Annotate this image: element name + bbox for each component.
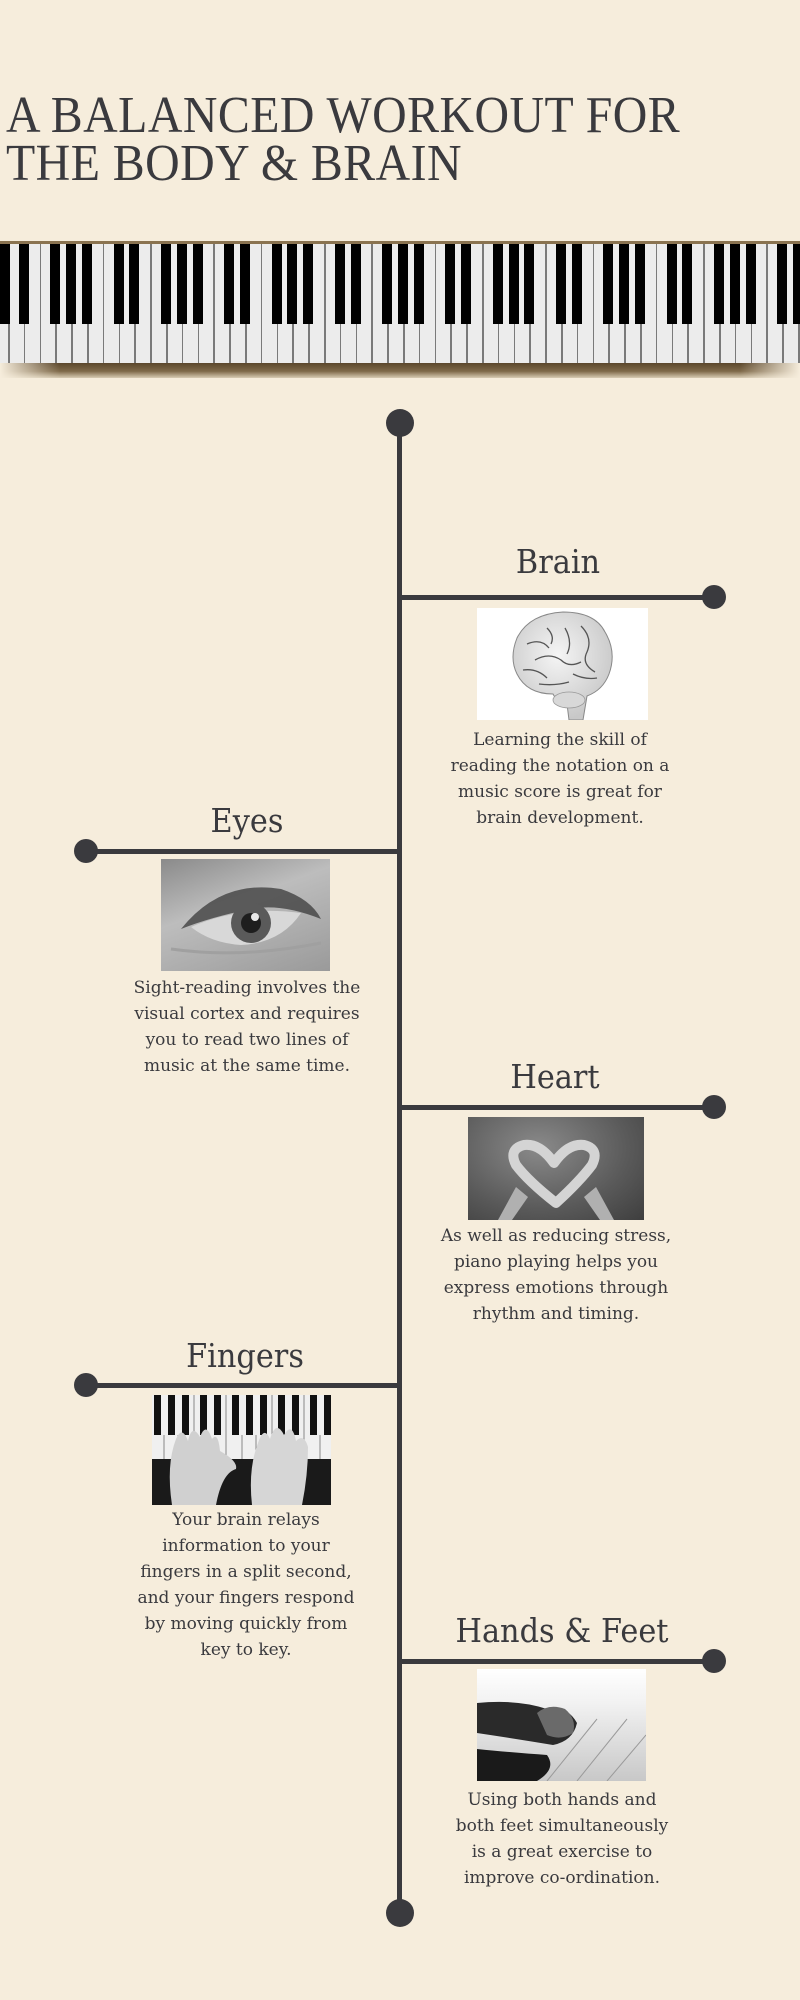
piano-white-key-divider	[766, 244, 768, 363]
piano-white-key-divider	[213, 244, 215, 363]
piano-black-key	[176, 244, 187, 324]
piano-black-key	[445, 244, 456, 324]
piano-black-key	[556, 244, 566, 324]
piano-black-key	[0, 244, 10, 324]
brain-image	[477, 608, 648, 720]
piano-black-key	[334, 244, 345, 324]
item-description: Sight-reading involves the visual cortex…	[133, 978, 361, 1076]
piano-white-key-divider	[482, 244, 484, 363]
piano-keyboard-banner	[0, 241, 800, 363]
connector-dot	[74, 1373, 98, 1397]
item-title: Fingers	[186, 1336, 304, 1375]
item-title: Heart	[510, 1057, 600, 1096]
piano-black-key	[635, 244, 645, 324]
item-description: Using both hands and both feet simultane…	[455, 1790, 669, 1888]
item-description: Your brain relays information to your fi…	[137, 1510, 355, 1660]
connector-dot	[74, 839, 98, 863]
piano-black-key	[666, 244, 677, 324]
piano-black-key	[492, 244, 503, 324]
piano-black-key	[129, 244, 140, 324]
title-line-1: A BALANCED WORKOUT FOR	[6, 87, 681, 144]
piano-black-key	[240, 244, 250, 324]
piano-black-key	[745, 244, 756, 324]
piano-black-key	[461, 244, 472, 324]
piano-black-key	[682, 244, 693, 324]
piano-black-key	[603, 244, 614, 324]
piano-shadow	[0, 363, 800, 378]
page-title: A BALANCED WORKOUT FOR THE BODY & BRAIN	[6, 87, 733, 192]
piano-black-key	[271, 244, 282, 324]
piano-black-key	[413, 244, 424, 324]
piano-white-key-divider	[655, 244, 658, 363]
hands-feet-icon	[477, 1701, 646, 1781]
piano-black-key	[350, 244, 361, 324]
piano-white-key-divider	[324, 244, 326, 363]
piano-white-key-divider	[260, 244, 263, 363]
brain-icon	[512, 611, 613, 720]
hands-on-piano-image	[152, 1395, 331, 1505]
heart-hands-image	[468, 1117, 644, 1220]
piano-black-key	[82, 244, 92, 324]
connector-dot	[702, 1095, 726, 1119]
connector-line	[400, 595, 714, 600]
piano-white-key-divider	[39, 244, 42, 363]
piano-white-key-divider	[434, 244, 437, 363]
hands-feet-image	[477, 1669, 646, 1781]
piano-black-key	[161, 244, 171, 324]
piano-black-key	[192, 244, 203, 324]
timeline-vertical-line	[397, 423, 402, 1913]
piano-black-key	[508, 244, 519, 324]
piano-white-key-divider	[371, 244, 373, 363]
piano-black-key	[382, 244, 393, 324]
connector-line	[86, 849, 400, 854]
piano-hands-icon	[152, 1395, 331, 1505]
piano-black-key	[287, 244, 298, 324]
piano-black-key	[714, 244, 724, 324]
item-description: As well as reducing stress, piano playin…	[440, 1226, 672, 1324]
piano-white-key-divider	[592, 244, 595, 363]
piano-white-key-divider	[545, 244, 547, 363]
piano-black-key	[571, 244, 582, 324]
item-title: Hands & Feet	[455, 1611, 669, 1650]
piano-black-key	[113, 244, 124, 324]
timeline-start-dot	[386, 409, 414, 437]
piano-black-key	[18, 244, 29, 324]
item-description: Learning the skill of reading the notati…	[450, 730, 670, 828]
item-title: Brain	[515, 542, 601, 581]
piano-white-key-divider	[703, 244, 705, 363]
title-line-2: THE BODY & BRAIN	[6, 135, 463, 192]
piano-black-key	[66, 244, 77, 324]
piano-black-key	[524, 244, 535, 324]
timeline-end-dot	[386, 1899, 414, 1927]
connector-line	[400, 1659, 714, 1664]
piano-black-key	[224, 244, 235, 324]
piano-black-key	[619, 244, 630, 324]
piano-black-key	[793, 244, 800, 324]
connector-line	[86, 1383, 400, 1388]
connector-dot	[702, 1649, 726, 1673]
heart-icon	[498, 1139, 614, 1220]
piano-white-key-divider	[150, 244, 152, 363]
piano-black-key	[50, 244, 61, 324]
connector-line	[400, 1105, 714, 1110]
item-title: Eyes	[210, 801, 284, 840]
eye-icon	[170, 887, 322, 955]
piano-black-key	[729, 244, 740, 324]
eye-image	[161, 859, 330, 971]
piano-black-key	[398, 244, 408, 324]
piano-black-key	[777, 244, 788, 324]
piano-white-key-divider	[102, 244, 105, 363]
piano-black-key	[303, 244, 314, 324]
connector-dot	[702, 585, 726, 609]
